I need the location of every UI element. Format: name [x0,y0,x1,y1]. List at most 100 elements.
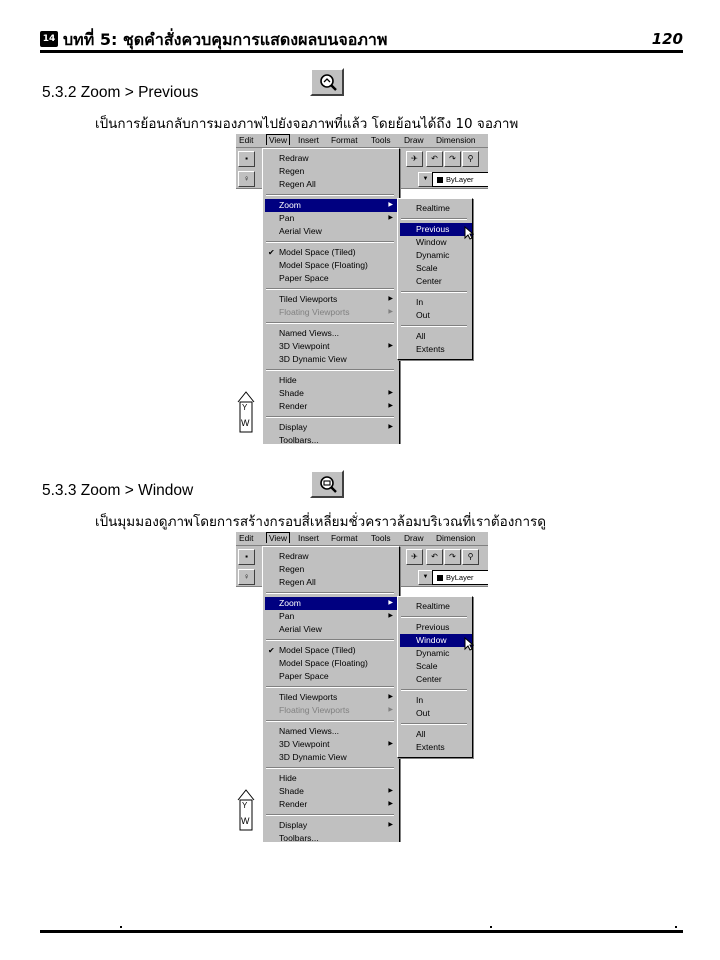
view-menu-item-model-space-floating[interactable]: Model Space (Floating) [265,657,397,670]
section-title: 5.3.3 Zoom > Window [42,482,194,499]
zoom-menu-item-out[interactable]: Out [400,309,472,322]
menu-separator [266,592,394,594]
view-menu-item-hide[interactable]: Hide [265,772,397,785]
layer-dropdown-arrow[interactable]: ▼ [418,570,433,585]
menu-item-label: 3D Viewpoint [279,341,330,351]
zoom-menu-item-center[interactable]: Center [400,673,472,686]
menubar-item-format[interactable]: Format [331,533,358,543]
view-menu-item-toolbars[interactable]: Toolbars... [265,832,397,842]
menubar-item-dimension[interactable]: Dimension [436,533,476,543]
view-menu-item-display[interactable]: Display▶ [265,421,397,434]
view-menu-item-tiled-viewports[interactable]: Tiled Viewports▶ [265,293,397,306]
zoom-menu-item-extents[interactable]: Extents [400,343,472,356]
view-menu-item-hide[interactable]: Hide [265,374,397,387]
view-menu-item-paper-space[interactable]: Paper Space [265,670,397,683]
zoom-menu-item-dynamic[interactable]: Dynamic [400,647,472,660]
color-control[interactable]: ByLayer [432,172,488,187]
toolbar-button[interactable]: ▪ [238,549,255,565]
view-menu-item-3d-viewpoint[interactable]: 3D Viewpoint▶ [265,738,397,751]
menubar-item-format[interactable]: Format [331,135,358,145]
menubar-item-tools[interactable]: Tools [371,135,391,145]
view-menu-item-paper-space[interactable]: Paper Space [265,272,397,285]
menu-item-label: Aerial View [279,226,322,236]
view-menu-item-render[interactable]: Render▶ [265,798,397,811]
zoom-menu-item-scale[interactable]: Scale [400,262,472,275]
view-menu-item-tiled-viewports[interactable]: Tiled Viewports▶ [265,691,397,704]
menu-item-label: Regen All [279,577,316,587]
zoom-menu-item-all[interactable]: All [400,728,472,741]
view-menu-item-shade[interactable]: Shade▶ [265,785,397,798]
layer-button[interactable]: ♀ [238,171,255,187]
toolbar-button[interactable]: ↷ [444,549,461,565]
menu-item-label: Hide [279,773,297,783]
zoom-menu-item-all[interactable]: All [400,330,472,343]
menubar-item-draw[interactable]: Draw [404,135,424,145]
menubar-item-insert[interactable]: Insert [298,135,319,145]
toolbar-button[interactable]: ✈ [406,151,423,167]
view-menu-item-floating-viewports[interactable]: Floating Viewports▶ [265,306,397,319]
menubar-item-draw[interactable]: Draw [404,533,424,543]
menubar-item-view[interactable]: View [266,532,291,543]
zoom-menu-item-in[interactable]: In [400,694,472,707]
view-menu-item-pan[interactable]: Pan▶ [265,610,397,623]
view-menu-item-redraw[interactable]: Redraw [265,550,397,563]
view-menu-item-render[interactable]: Render▶ [265,400,397,413]
zoom-menu-item-window[interactable]: Window [400,236,472,249]
toolbar-button[interactable]: ↶ [426,549,443,565]
view-menu-item-zoom[interactable]: Zoom▶ [265,199,397,212]
view-menu-item-3d-viewpoint[interactable]: 3D Viewpoint▶ [265,340,397,353]
zoom-menu-item-window[interactable]: Window [400,634,475,651]
zoom-menu-item-out[interactable]: Out [400,707,472,720]
layer-dropdown-arrow[interactable]: ▼ [418,172,433,187]
view-menu-item-floating-viewports[interactable]: Floating Viewports▶ [265,704,397,717]
zoom-menu-item-extents[interactable]: Extents [400,741,472,754]
toolbar-button[interactable]: ✈ [406,549,423,565]
view-menu-item-shade[interactable]: Shade▶ [265,387,397,400]
toolbar-button[interactable]: ⚲ [462,549,479,565]
menu-item-label: 3D Dynamic View [279,354,347,364]
view-menu-item-display[interactable]: Display▶ [265,819,397,832]
view-menu-item-redraw[interactable]: Redraw [265,152,397,165]
toolbar-button[interactable]: ▪ [238,151,255,167]
menu-item-label: Render [279,799,308,809]
view-menu-item-aerial-view[interactable]: Aerial View [265,623,397,636]
zoom-menu-item-realtime[interactable]: Realtime [400,202,472,215]
view-menu-item-pan[interactable]: Pan▶ [265,212,397,225]
color-control[interactable]: ByLayer [432,570,488,585]
view-menu-item-3d-dynamic-view[interactable]: 3D Dynamic View [265,353,397,366]
menu-item-label: Model Space (Tiled) [279,247,356,257]
view-menu-item-model-space-tiled[interactable]: Model Space (Tiled)✔ [265,246,397,259]
view-menu-item-3d-dynamic-view[interactable]: 3D Dynamic View [265,751,397,764]
zoom-menu-item-dynamic[interactable]: Dynamic [400,249,472,262]
view-menu-item-named-views[interactable]: Named Views... [265,327,397,340]
menubar-item-dimension[interactable]: Dimension [436,135,476,145]
menubar-item-tools[interactable]: Tools [371,533,391,543]
zoom-menu-item-in[interactable]: In [400,296,472,309]
zoom-menu-item-previous[interactable]: Previous [400,621,472,634]
toolbar-button[interactable]: ↶ [426,151,443,167]
view-menu-item-regen-all[interactable]: Regen All [265,576,397,589]
svg-text:Y: Y [242,403,248,412]
zoom-menu-item-previous[interactable]: Previous [400,223,475,240]
view-menu-item-regen-all[interactable]: Regen All [265,178,397,191]
menubar-item-edit[interactable]: Edit [239,533,254,543]
menubar-item-edit[interactable]: Edit [239,135,254,145]
view-menu-item-model-space-floating[interactable]: Model Space (Floating) [265,259,397,272]
view-menu-item-model-space-tiled[interactable]: Model Space (Tiled)✔ [265,644,397,657]
view-menu-item-zoom[interactable]: Zoom▶ [265,597,397,610]
menubar-item-view[interactable]: View [266,134,291,145]
view-menu-item-aerial-view[interactable]: Aerial View [265,225,397,238]
menubar-item-insert[interactable]: Insert [298,533,319,543]
layer-button[interactable]: ♀ [238,569,255,585]
zoom-menu-item-center[interactable]: Center [400,275,472,288]
view-menu-item-regen[interactable]: Regen [265,165,397,178]
toolbar-button[interactable]: ↷ [444,151,461,167]
toolbar-button[interactable]: ⚲ [462,151,479,167]
page-number: 120 [651,30,683,48]
view-menu-item-named-views[interactable]: Named Views... [265,725,397,738]
view-menu-item-regen[interactable]: Regen [265,563,397,576]
zoom-menu-item-realtime[interactable]: Realtime [400,600,472,613]
view-menu-item-toolbars[interactable]: Toolbars... [265,434,397,444]
menu-item-label: Window [416,237,447,247]
zoom-menu-item-scale[interactable]: Scale [400,660,472,673]
